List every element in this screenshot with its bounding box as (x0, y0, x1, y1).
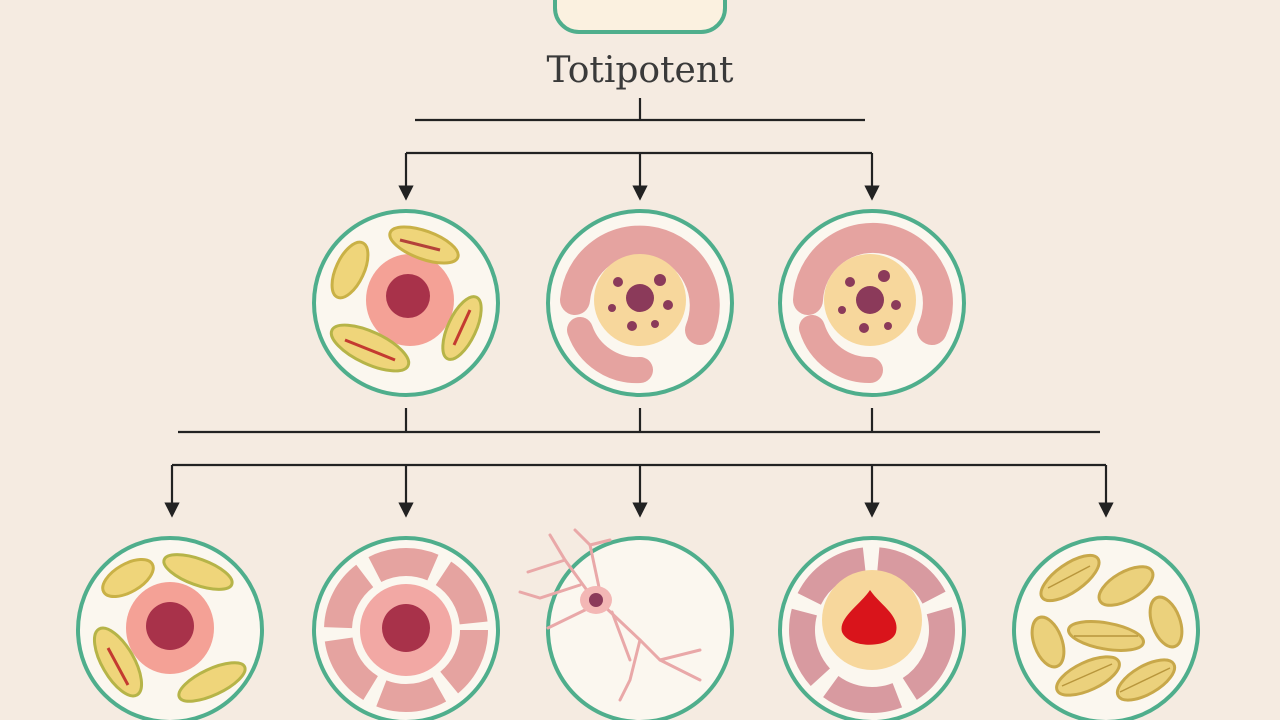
stem-cell-1 (312, 209, 500, 397)
stem-cell-2 (546, 209, 734, 397)
stem-cell-3 (778, 209, 966, 397)
connector-lines-level-2 (164, 408, 1114, 518)
cell-type-2 (312, 536, 500, 720)
diagram-title: Totipotent (546, 50, 734, 91)
cell-type-3 (518, 528, 734, 720)
connector-lines-level-1 (398, 98, 880, 201)
cell-type-1 (76, 536, 264, 720)
cell-type-4 (778, 536, 966, 720)
cell-type-5 (1012, 536, 1200, 720)
totipotent-cell (553, 0, 727, 34)
